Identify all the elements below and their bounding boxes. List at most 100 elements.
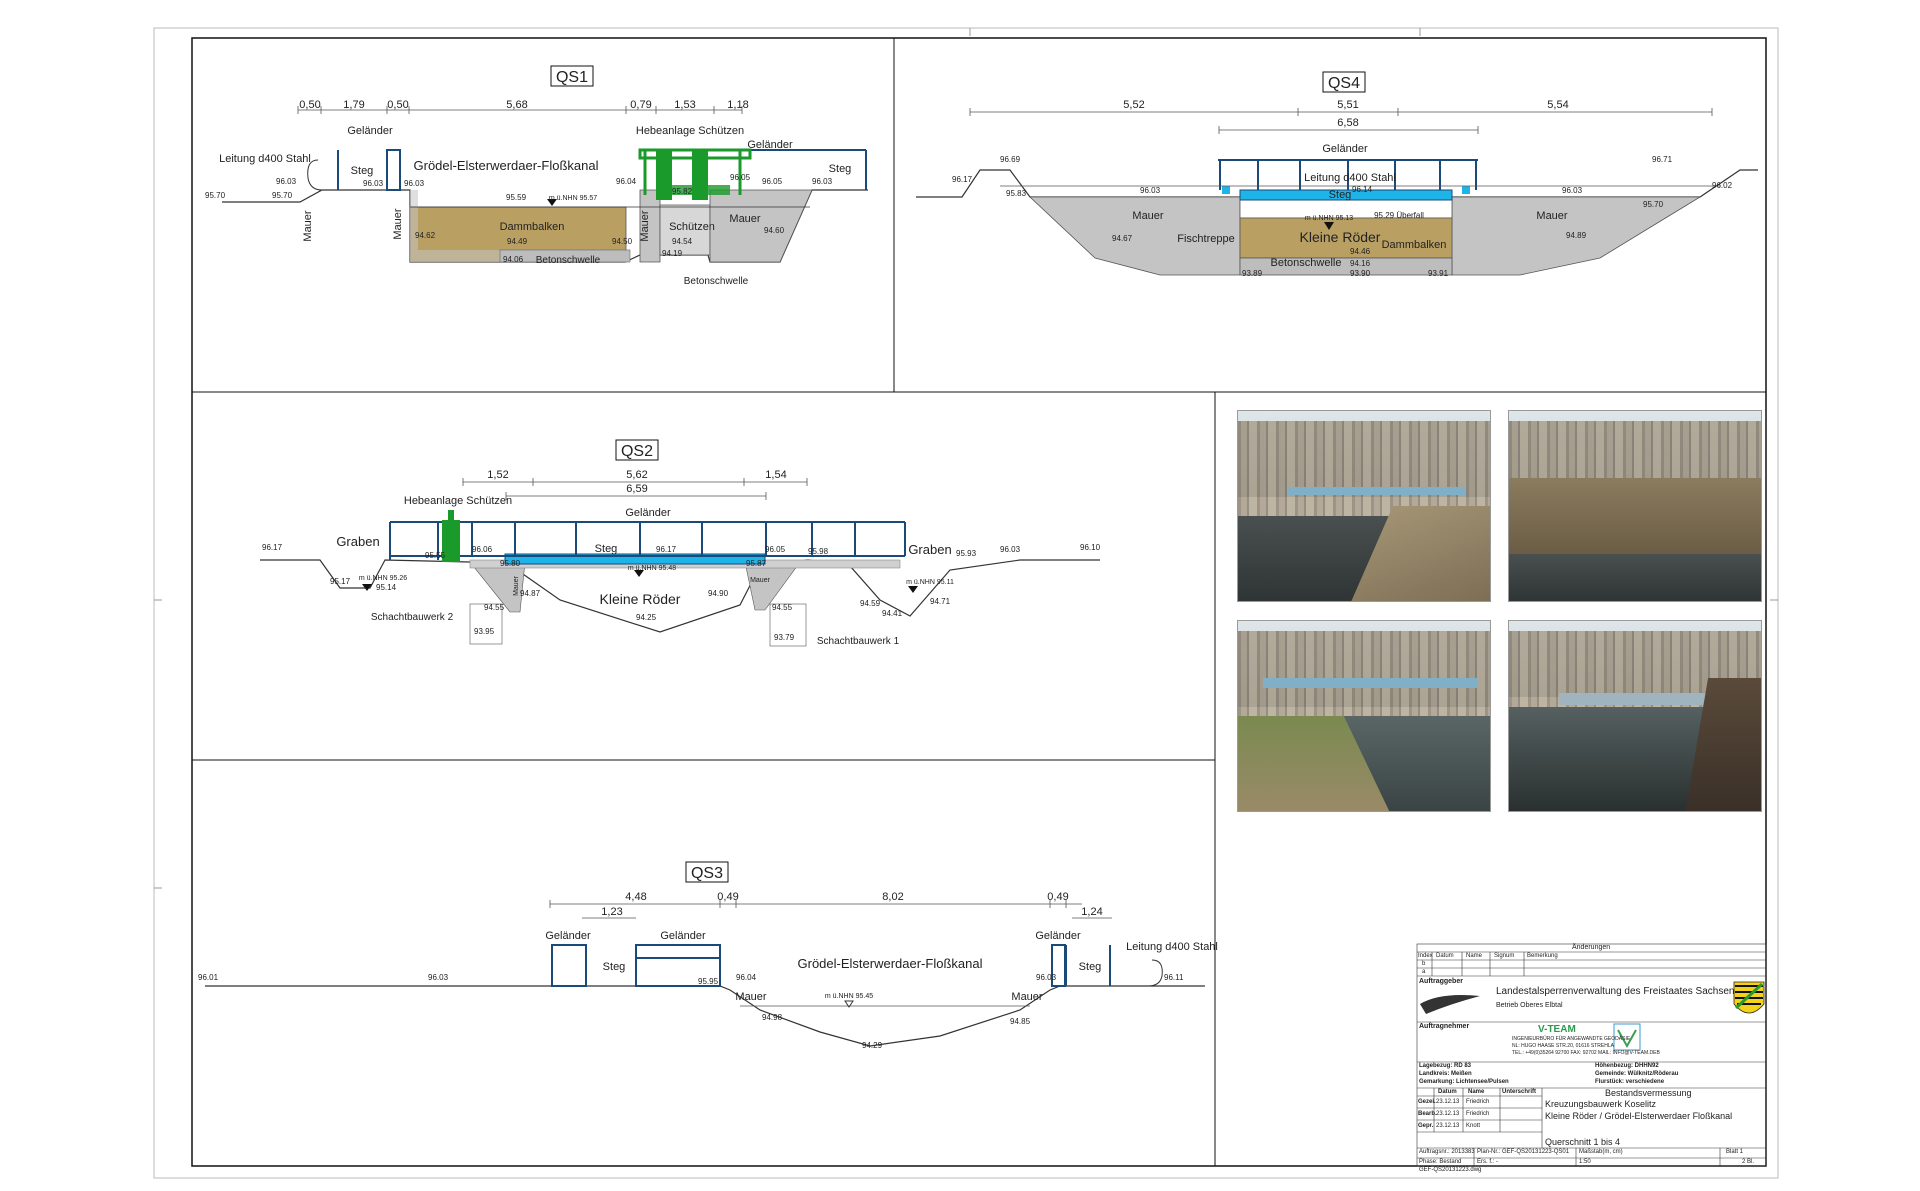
svg-text:95.95: 95.95 bbox=[698, 977, 719, 986]
tb-blatt-val: 2 Bl. bbox=[1742, 1159, 1755, 1165]
qs4-label-mauer-right: Mauer bbox=[1536, 210, 1568, 222]
qs4-water-marker bbox=[1324, 222, 1334, 230]
qs2-title: QS2 bbox=[621, 443, 653, 460]
svg-text:96.06: 96.06 bbox=[472, 545, 493, 554]
qs1-mauer-pillar bbox=[639, 189, 661, 263]
qs3-dim-6: 1,24 bbox=[1081, 906, 1102, 918]
qs3-dim-5: 0,49 bbox=[1047, 891, 1068, 903]
qs4-label-gelaender: Geländer bbox=[1322, 143, 1368, 155]
svg-text:95.59: 95.59 bbox=[506, 193, 527, 202]
qs3-label-gelaender-3: Geländer bbox=[1035, 930, 1081, 942]
svg-text:94.87: 94.87 bbox=[520, 589, 541, 598]
qs2-label-graben-right: Graben bbox=[908, 542, 951, 557]
qs2-label-kleine-roeder: Kleine Röder bbox=[600, 591, 681, 607]
qs3-label-mauer-left: Mauer bbox=[735, 991, 767, 1003]
svg-text:96.05: 96.05 bbox=[765, 545, 786, 554]
inner-frame bbox=[191, 37, 1767, 1167]
qs3-dim-4: 8,02 bbox=[882, 891, 903, 903]
svg-text:95.82: 95.82 bbox=[672, 187, 693, 196]
qs2-title-box bbox=[615, 439, 659, 461]
tb-row-3-role: Gepr. bbox=[1418, 1123, 1434, 1129]
qs4-label-betonschwelle: Betonschwelle bbox=[1271, 257, 1342, 269]
svg-text:94.55: 94.55 bbox=[772, 603, 793, 612]
qs1-railings bbox=[337, 149, 867, 191]
qs1-mauer-right bbox=[709, 189, 813, 263]
svg-text:94.60: 94.60 bbox=[764, 226, 785, 235]
qs1-dim-3: 0,50 bbox=[387, 99, 408, 111]
photo-1 bbox=[1237, 410, 1491, 602]
tb-rev-b: b bbox=[1422, 961, 1426, 967]
svg-text:96.04: 96.04 bbox=[736, 973, 757, 982]
svg-text:94.67: 94.67 bbox=[1112, 234, 1133, 243]
qs4-nhn: m ü.NHN 95.13 bbox=[1305, 215, 1353, 222]
qs1-label-dammbalken: Dammbalken bbox=[500, 221, 565, 233]
tb-phase: Phase: Bestand bbox=[1419, 1159, 1462, 1165]
svg-text:96.17: 96.17 bbox=[952, 175, 973, 184]
qs4-label-steg: Steg bbox=[1329, 189, 1352, 201]
qs3-label-steg-left: Steg bbox=[603, 961, 626, 973]
qs3-label-mauer-right: Mauer bbox=[1011, 991, 1043, 1003]
qs3-label-steg-right: Steg bbox=[1079, 961, 1102, 973]
qs2-steg bbox=[504, 553, 766, 565]
qs3-water-marker bbox=[844, 1000, 854, 1008]
tb-row-1-role: Gezei. bbox=[1418, 1099, 1436, 1105]
tb-rev-signum: Signum bbox=[1494, 953, 1515, 959]
svg-text:96.04: 96.04 bbox=[616, 177, 637, 186]
qs2-dim-2: 5,62 bbox=[626, 469, 647, 481]
qs3-dim-1: 4,48 bbox=[625, 891, 646, 903]
qs4-dim-3: 5,54 bbox=[1547, 99, 1568, 111]
tb-auftraggeber-label: Auftraggeber bbox=[1419, 978, 1463, 985]
svg-text:95.14: 95.14 bbox=[376, 583, 397, 592]
tb-landkreis: Landkreis: Meißen bbox=[1419, 1071, 1472, 1077]
qs1-label-mauer-4: Mauer bbox=[729, 213, 761, 225]
svg-text:94.89: 94.89 bbox=[1566, 231, 1587, 240]
svg-text:94.55: 94.55 bbox=[484, 603, 505, 612]
qs4-label-dammbalken: Dammbalken bbox=[1382, 239, 1447, 251]
qs4-railing bbox=[1218, 159, 1478, 190]
qs2-elevations: 96.17 96.06 95.55 96.17 96.05 95.98 95.9… bbox=[262, 543, 1101, 642]
photo-3 bbox=[1237, 620, 1491, 812]
svg-text:96.03: 96.03 bbox=[1140, 186, 1161, 195]
tb-row-2-date: 23.12.13 bbox=[1436, 1111, 1460, 1117]
svg-text:96.17: 96.17 bbox=[262, 543, 283, 552]
qs1-label-kanal: Grödel-Elsterwerdaer-Floßkanal bbox=[414, 158, 599, 173]
tb-subject-3: Kleine Röder / Grödel-Elsterwerdaer Floß… bbox=[1545, 1111, 1733, 1121]
svg-text:93.91: 93.91 bbox=[1428, 269, 1449, 278]
qs4-dim-1: 5,52 bbox=[1123, 99, 1144, 111]
tb-row-3-date: 23.12.13 bbox=[1436, 1123, 1460, 1129]
svg-text:95.17: 95.17 bbox=[330, 577, 351, 586]
qs1-dim-4: 5,68 bbox=[506, 99, 527, 111]
svg-text:94.16: 94.16 bbox=[1350, 259, 1371, 268]
qs4-elevations: 96.69 96.17 95.83 96.03 96.14 96.03 95.7… bbox=[952, 155, 1733, 278]
svg-text:96.03: 96.03 bbox=[428, 973, 449, 982]
svg-text:95.55: 95.55 bbox=[425, 551, 446, 560]
svg-text:94.19: 94.19 bbox=[662, 249, 683, 258]
qs4-title-box bbox=[1322, 71, 1366, 93]
qs4-label-fischtreppe: Fischtreppe bbox=[1177, 233, 1234, 245]
svg-text:94.06: 94.06 bbox=[503, 255, 524, 264]
qs2-dim-4: 6,59 bbox=[626, 483, 647, 495]
tb-gemarkung: Gemarkung: Lichtensee/Pulsen bbox=[1419, 1079, 1509, 1085]
qs3-label-leitung: Leitung d400 Stahl bbox=[1126, 941, 1218, 953]
qs1-hebeanlage bbox=[638, 148, 752, 200]
qs1-label-mauer-3: Mauer bbox=[639, 210, 651, 242]
tb-auftragsnr: Auftragsnr.: 2013383 bbox=[1419, 1149, 1475, 1155]
qs2-railing bbox=[389, 521, 906, 560]
qs4-steg bbox=[1239, 189, 1453, 201]
tb-subject-4: Querschnitt 1 bis 4 bbox=[1545, 1137, 1621, 1147]
tb-subject-2: Kreuzungsbauwerk Koselitz bbox=[1545, 1099, 1657, 1109]
svg-text:96.14: 96.14 bbox=[1352, 185, 1373, 194]
svg-text:96.03: 96.03 bbox=[1036, 973, 1057, 982]
qs2-label-graben-left: Graben bbox=[336, 534, 379, 549]
qs1-dim-1: 0,50 bbox=[299, 99, 320, 111]
section-qs4: QS4 5,52 5,51 5,54 6,58 Geländer Leitu bbox=[916, 71, 1758, 278]
svg-text:96.03: 96.03 bbox=[1562, 186, 1583, 195]
qs3-label-gelaender-2: Geländer bbox=[660, 930, 706, 942]
svg-text:93.90: 93.90 bbox=[1350, 269, 1371, 278]
qs4-dim-4: 6,58 bbox=[1337, 117, 1358, 129]
qs2-label-schacht-2: Schachtbauwerk 2 bbox=[371, 612, 454, 623]
svg-text:96.03: 96.03 bbox=[276, 177, 297, 186]
qs2-water-left bbox=[362, 584, 372, 591]
svg-text:94.98: 94.98 bbox=[762, 1013, 783, 1022]
